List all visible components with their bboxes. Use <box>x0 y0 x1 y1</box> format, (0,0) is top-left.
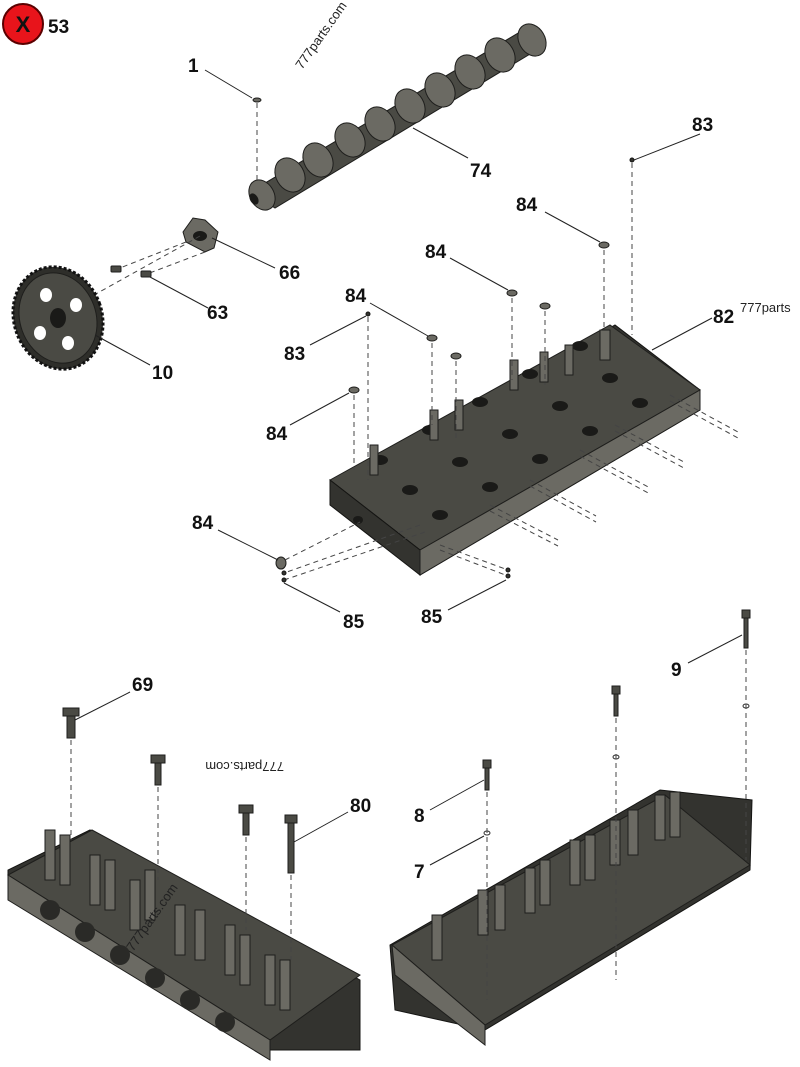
callout-label: 82 <box>713 307 734 328</box>
page-number: 53 <box>48 17 69 38</box>
dowel-pin[interactable] <box>252 97 262 180</box>
callout-label: 1 <box>188 56 199 77</box>
callout-label: 85 <box>343 612 365 633</box>
callout-label: 84 <box>425 242 447 263</box>
leader-lines <box>74 69 743 866</box>
callout-label: 63 <box>207 303 228 324</box>
expansion-plug[interactable] <box>275 241 610 570</box>
callout-label: 80 <box>350 796 371 817</box>
thrust-plate[interactable] <box>84 217 219 301</box>
side-plugs[interactable] <box>281 394 739 583</box>
callouts: 1 74 83 84 84 84 83 84 82 66 63 10 84 85… <box>132 56 734 883</box>
watermark-text: 777parts <box>740 300 791 315</box>
callout-label: 84 <box>192 513 214 534</box>
head-assembly-right[interactable] <box>389 789 753 1047</box>
callout-label: 83 <box>284 344 305 365</box>
badge-x-icon: X <box>16 12 31 37</box>
callout-label: 7 <box>414 862 425 883</box>
camshaft-gear[interactable] <box>0 254 117 382</box>
page-badge[interactable]: X 53 <box>2 3 69 45</box>
cylinder-head[interactable] <box>329 324 701 577</box>
callout-label: 85 <box>421 607 443 628</box>
badge-circle <box>2 3 44 45</box>
head-bolts[interactable] <box>62 707 298 960</box>
callout-label: 69 <box>132 675 153 696</box>
callout-label: 83 <box>692 115 713 136</box>
head-assembly-left[interactable] <box>7 829 361 1061</box>
bolts-and-washers[interactable] <box>482 609 751 1000</box>
callout-label: 10 <box>152 363 173 384</box>
callout-label: 84 <box>266 424 288 445</box>
callout-label: 8 <box>414 806 425 827</box>
callout-label: 74 <box>470 161 492 182</box>
bolt[interactable] <box>110 265 152 278</box>
callout-label: 66 <box>279 263 300 284</box>
watermark-text: 777parts.com <box>205 759 284 774</box>
callout-label: 84 <box>345 286 367 307</box>
callout-label: 84 <box>516 195 538 216</box>
callout-label: 9 <box>671 660 682 681</box>
watermark-text: 777parts.com <box>292 0 349 72</box>
camshaft[interactable] <box>244 19 552 215</box>
